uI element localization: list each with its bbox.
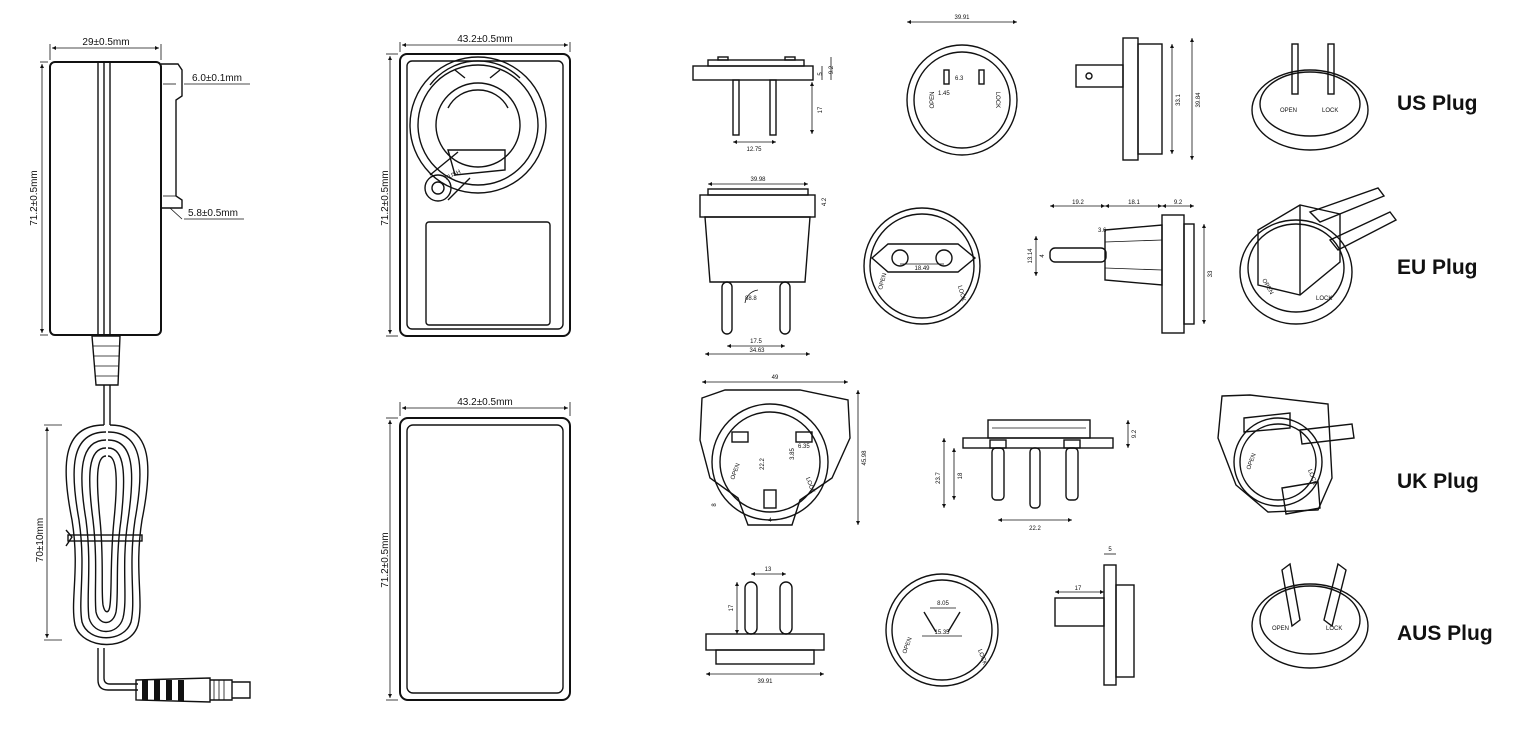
eu-side-pin-len: 19.2	[1072, 200, 1084, 206]
us-body: 9.2	[829, 65, 835, 74]
us-face-open: OPEN	[930, 91, 936, 108]
aus-side-flange: 5	[1108, 547, 1112, 553]
adapter-body	[49, 61, 162, 336]
uk-slot-gap: 3.85	[790, 448, 796, 460]
eu-side-body: 18.1	[1128, 200, 1140, 206]
us-plug-profile-view: 33.1 39.84	[1075, 37, 1202, 161]
eu-top-width: 39.98	[750, 177, 766, 183]
us-plug-side-view: 12.75 17 5 9.2	[692, 56, 835, 153]
uk-3d-open: OPEN	[1246, 453, 1257, 471]
uk-3d-lock: LOCK	[1306, 469, 1317, 486]
eu-side-step: 3.6	[1098, 228, 1107, 234]
eu-side-total: 13.14	[1028, 248, 1034, 264]
cable-coil	[65, 424, 149, 646]
eu-plug-profile-view: 19.2 18.1 9.2 3.6 4 13.14 33	[1028, 200, 1214, 334]
back-width-dim: 43.2±0.5mm	[457, 397, 513, 408]
eu-side-height: 33	[1208, 270, 1214, 277]
us-3d-lock: LOCK	[1322, 108, 1338, 114]
aus-face-lock: LOCK	[976, 649, 987, 666]
strain-relief	[91, 335, 121, 386]
back-height-dim: 71.2±0.5mm	[380, 532, 391, 588]
us-face-lock: LOCK	[994, 92, 1000, 108]
eu-plug-3d-view: OPEN LOCK	[1239, 187, 1398, 325]
eu-plug-side-view: 88.8 39.98 4.2 17.5 34.63	[699, 177, 828, 356]
aus-base-width: 39.91	[757, 679, 773, 685]
us-profile-h2: 39.84	[1196, 92, 1202, 108]
uk-side-pin-len: 18	[958, 472, 964, 479]
eu-flange: 4.2	[822, 197, 828, 206]
adapter-prong-bottom-dim: 5.8±0.5mm	[188, 208, 238, 219]
aus-face-inner: 8.05	[937, 601, 949, 607]
eu-plug-row: 88.8 39.98 4.2 17.5 34.63 18.49 OPEN LOC…	[699, 177, 1478, 356]
uk-side-flange: 9.2	[1132, 429, 1138, 438]
uk-slot-w: 6.35	[798, 444, 810, 450]
us-slot-gap: 6.3	[955, 76, 964, 82]
us-plug-label: US Plug	[1397, 92, 1478, 115]
eu-face-pin-spacing: 18.49	[914, 266, 930, 272]
aus-plug-label: AUS Plug	[1397, 622, 1493, 645]
us-slot-w: 1.45	[938, 91, 950, 97]
us-profile-h: 33.1	[1176, 94, 1182, 106]
eu-side-flange: 9.2	[1174, 200, 1183, 206]
uk-plug-face-view: OPEN LOCK 49 45.98 6.35 3.85 22.2 4 8	[699, 375, 868, 526]
adapter-width-dim: 29±0.5mm	[82, 37, 129, 48]
uk-side-pin-spacing: 22.2	[1029, 526, 1041, 532]
aus-plug-3d-view: OPEN LOCK	[1251, 562, 1369, 669]
uk-face-lock: LOCK	[804, 477, 815, 494]
front-height-dim: 71.2±0.5mm	[380, 170, 391, 226]
eu-side-pin-dia: 4	[1040, 254, 1046, 258]
uk-center-dist: 22.2	[760, 458, 766, 470]
aus-3d-lock: LOCK	[1326, 626, 1342, 632]
uk-plug-row: OPEN LOCK 49 45.98 6.35 3.85 22.2 4 8 22…	[699, 375, 1479, 532]
eu-pin-angle: 88.8	[745, 296, 757, 302]
aus-plug-row: 13 17 39.91 8.05 15.35 OPEN LOCK 17 5	[705, 547, 1493, 687]
us-plug-face-view: OPEN LOCK 39.91 6.3 1.45	[906, 15, 1018, 156]
dc-plug	[135, 677, 251, 703]
eu-plug-face-view: 18.49 OPEN LOCK	[863, 207, 981, 325]
cable-tie	[67, 534, 143, 542]
adapter-front-view: PUSH 43.2±0.5mm 71.2±0.5mm	[380, 34, 571, 337]
label-area	[425, 221, 551, 326]
aus-side-pin-len: 17	[1075, 586, 1082, 592]
adapter-height-dim: 71.2±0.5mm	[29, 170, 40, 226]
uk-earth-w: 4	[768, 518, 772, 524]
us-pin-spacing: 12.75	[746, 147, 762, 153]
aus-face-open: OPEN	[902, 637, 913, 655]
eu-pin-spacing: 17.5	[750, 339, 762, 345]
us-plug-3d-view: OPEN LOCK	[1251, 43, 1369, 151]
eu-plug-label: EU Plug	[1397, 256, 1478, 279]
us-pin-len: 17	[818, 106, 824, 113]
us-face-width: 39.91	[954, 15, 970, 21]
eu-3d-open: OPEN	[1260, 278, 1274, 296]
uk-earth-h: 8	[712, 503, 718, 507]
uk-plug-3d-view: OPEN LOCK	[1217, 394, 1355, 515]
aus-3d-open: OPEN	[1272, 626, 1289, 632]
adapter-side-view: 29±0.5mm 6.0±0.1mm 5.8±0.5mm 71.2±0.5mm	[29, 37, 251, 703]
us-plug-row: 12.75 17 5 9.2 OPEN LOCK 39.91 6.3 1.45	[692, 15, 1478, 161]
uk-plug-side-view: 22.2 18 23.7 9.2	[936, 419, 1138, 532]
uk-face-open: OPEN	[730, 463, 741, 481]
adapter-prong-top-dim: 6.0±0.1mm	[192, 73, 242, 84]
adapter-prong	[161, 63, 183, 209]
aus-plug-profile-view: 17 5	[1054, 547, 1135, 686]
cable-length-dim: 70±10mm	[35, 518, 46, 562]
aus-pin-len: 17	[729, 604, 735, 611]
eu-3d-lock: LOCK	[1316, 296, 1332, 302]
eu-face-lock: LOCK	[956, 285, 966, 302]
aus-plug-side-view: 13 17 39.91	[705, 567, 825, 685]
aus-face-outer: 15.35	[934, 630, 950, 636]
eu-base-width: 34.63	[749, 348, 765, 354]
uk-face-width: 49	[772, 375, 779, 381]
uk-face-height: 45.98	[862, 450, 868, 466]
aus-plug-face-view: 8.05 15.35 OPEN LOCK	[885, 573, 999, 687]
us-flange: 5	[818, 72, 824, 76]
uk-plug-label: UK Plug	[1397, 470, 1479, 493]
eu-face-open: OPEN	[878, 273, 888, 291]
front-width-dim: 43.2±0.5mm	[457, 34, 513, 45]
uk-side-total: 23.7	[936, 472, 942, 484]
us-3d-open: OPEN	[1280, 108, 1297, 114]
adapter-back-view: 43.2±0.5mm 71.2±0.5mm	[380, 397, 571, 701]
aus-pin-spacing: 13	[765, 567, 772, 573]
